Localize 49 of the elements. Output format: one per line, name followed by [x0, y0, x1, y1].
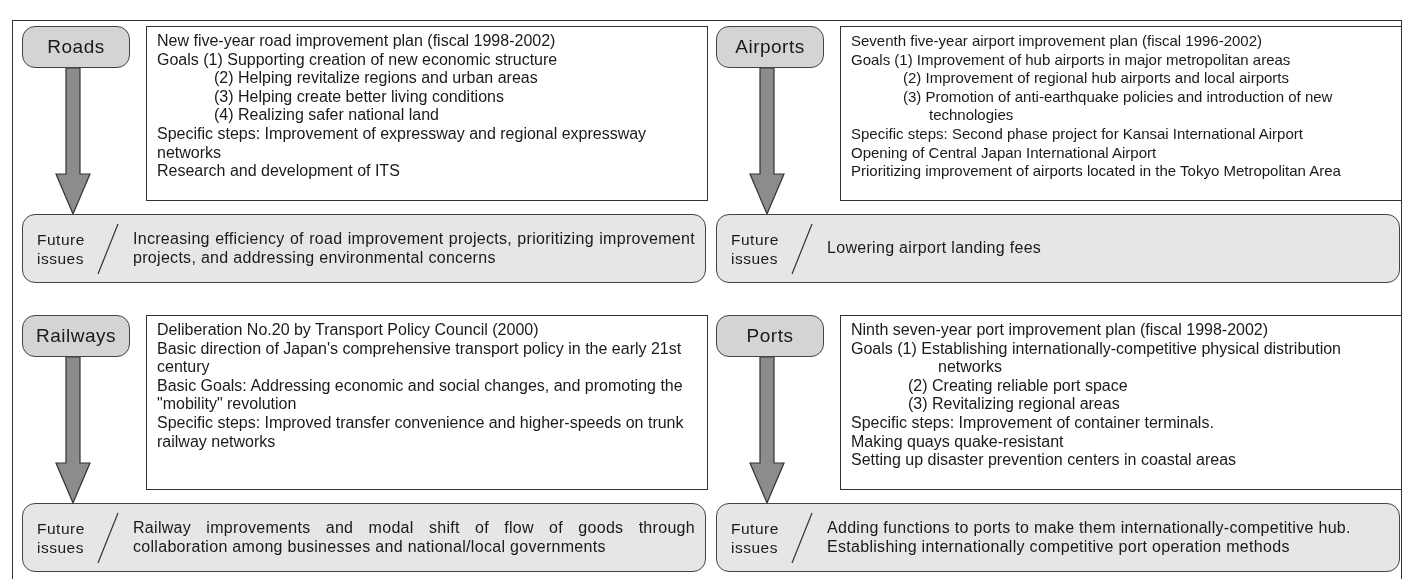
plan-box — [146, 315, 708, 490]
plan-text: (4) Realizing safer national land — [213, 106, 440, 125]
future-issues-box — [22, 214, 706, 283]
block-arrow — [55, 356, 91, 505]
plan-text: Seventh five-year airport improvement plan (fiscal 1996-2002) — [851, 32, 1264, 51]
future-issues-label: Future issues — [37, 229, 86, 268]
future-issues-text: Railway improvements and modal shift of flow of goods through collaboration among businesses and national/local governments — [133, 518, 695, 557]
plan-text: New five-year road improvement plan (fiscal 1998-2002) — [157, 32, 557, 51]
plan-text: Specific steps: Improved transfer convenience and higher-speeds on trunk railway networks — [157, 413, 685, 452]
category-pill: Airports — [716, 26, 824, 68]
future-issues-box — [22, 503, 706, 572]
plan-box — [840, 315, 1402, 490]
block-arrow — [55, 67, 91, 216]
block-arrow — [749, 356, 785, 505]
plan-text: Opening of Central Japan International Airport — [851, 143, 1158, 163]
category-pill: Railways — [22, 315, 130, 357]
future-issues-label: Future issues — [731, 229, 780, 268]
plan-text: Specific steps: Improvement of expressway and regional expressway networks — [157, 124, 648, 163]
future-issues-box — [716, 214, 1400, 283]
plan-text: (2) Helping revitalize regions and urban areas — [213, 69, 539, 88]
plan-text: (3) Promotion of anti-earthquake policies and introduction of new technologies — [902, 87, 1334, 125]
plan-box — [146, 26, 708, 201]
plan-text: Goals (1) Establishing internationally-competitive physical distribution networks — [851, 339, 1342, 377]
plan-text: (3) Helping create better living conditions — [213, 87, 505, 107]
future-issues-label: Future issues — [731, 518, 780, 557]
plan-text: Specific steps: Improvement of container terminals. — [851, 413, 1215, 433]
plan-text: Setting up disaster prevention centers in coastal areas — [851, 451, 1238, 470]
plan-text: Making quays quake-resistant — [851, 432, 1065, 452]
plan-text: (2) Creating reliable port space — [907, 376, 1129, 396]
plan-text: Basic Goals: Addressing economic and social changes, and promoting the "mobility" revolution — [157, 376, 684, 414]
plan-text: Basic direction of Japan's comprehensive transport policy in the early 21st century — [157, 339, 683, 377]
future-issues-text: Lowering airport landing fees — [827, 239, 1043, 258]
future-issues-text: Increasing efficiency of road improvement projects, prioritizing improvement projects, and addressing environmental concerns — [133, 229, 695, 268]
plan-text: Goals (1) Improvement of hub airports in major metropolitan areas — [851, 50, 1292, 70]
plan-text: Deliberation No.20 by Transport Policy Council (2000) — [157, 321, 540, 340]
future-issues-box — [716, 503, 1400, 572]
future-issues-label: Future issues — [37, 518, 86, 557]
plan-text: Specific steps: Second phase project for Kansai International Airport — [851, 124, 1304, 144]
plan-text: (3) Revitalizing regional areas — [907, 395, 1121, 414]
category-pill: Roads — [22, 26, 130, 68]
plan-text: Research and development of ITS — [157, 162, 401, 181]
plan-box — [840, 26, 1402, 201]
plan-text: Goals (1) Supporting creation of new economic structure — [157, 50, 559, 70]
future-issues-text: Adding functions to ports to make them internationally-competitive hub. Establishing internationally competitive port operation methods — [827, 518, 1352, 557]
plan-text: (2) Improvement of regional hub airports and local airports — [902, 69, 1291, 88]
plan-text: Ninth seven-year port improvement plan (fiscal 1998-2002) — [851, 321, 1270, 340]
block-arrow — [749, 67, 785, 216]
plan-text: Prioritizing improvement of airports located in the Tokyo Metropolitan Area — [851, 162, 1342, 181]
category-pill: Ports — [716, 315, 824, 357]
